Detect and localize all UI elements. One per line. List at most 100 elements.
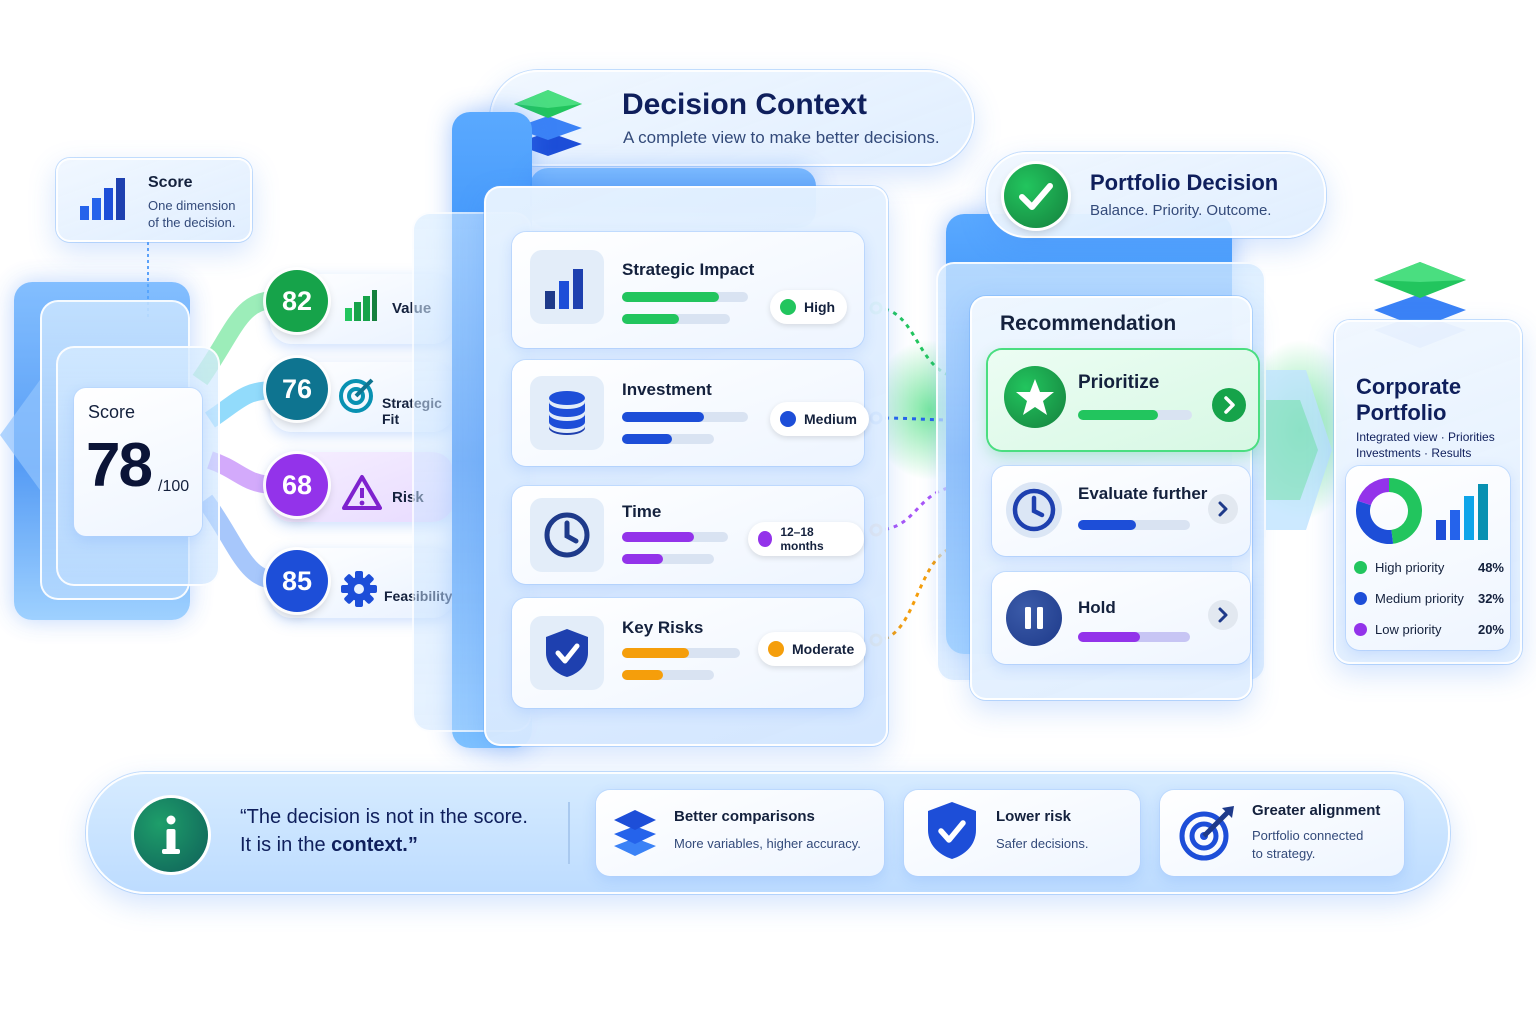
option-label: Evaluate further bbox=[1078, 484, 1208, 503]
legend-pct: 20% bbox=[1477, 622, 1504, 637]
bar-chart-icon bbox=[345, 290, 377, 321]
context-row: Key Risks Moderate bbox=[512, 598, 867, 708]
layers-icon bbox=[514, 90, 582, 156]
legend-label: Low priority bbox=[1375, 622, 1442, 637]
score-card: Score 78 /100 bbox=[74, 388, 202, 536]
metric-score-strategic-fit: 76 bbox=[266, 358, 328, 420]
check-icon bbox=[1004, 164, 1068, 228]
context-row-bar-primary bbox=[622, 648, 689, 658]
benefit-card-risk: Lower risk Safer decisions. bbox=[904, 790, 1140, 876]
dotted-connector-high bbox=[875, 306, 966, 380]
option-label: Prioritize bbox=[1078, 372, 1160, 393]
legend-pct: 48% bbox=[1477, 560, 1504, 575]
info-icon bbox=[134, 798, 208, 872]
score-note-desc-1: One dimension bbox=[148, 198, 236, 213]
legend-dot-icon bbox=[1354, 592, 1367, 605]
bar-chart-icon bbox=[530, 250, 604, 324]
pause-icon bbox=[1006, 590, 1062, 646]
clock-icon bbox=[1006, 482, 1062, 538]
legend-dot-icon bbox=[1354, 623, 1367, 636]
chevron-right-icon[interactable] bbox=[1208, 494, 1238, 524]
option-progress bbox=[1078, 632, 1140, 642]
benefit-title: Better comparisons bbox=[674, 808, 815, 825]
bar-chart-icon bbox=[80, 178, 125, 220]
decision-context-header: Decision Context A complete view to make… bbox=[490, 70, 974, 166]
status-badge-label: 12–18 months bbox=[780, 525, 824, 553]
legend-label: High priority bbox=[1375, 560, 1445, 575]
context-row-bar-primary bbox=[622, 532, 694, 542]
context-row-bar-secondary bbox=[622, 554, 663, 564]
benefit-title: Greater alignment bbox=[1252, 802, 1381, 819]
context-row: Strategic Impact High bbox=[512, 232, 864, 348]
option-prioritize[interactable]: Prioritize bbox=[988, 350, 1258, 450]
portfolio-desc-2: Investments · Results bbox=[1356, 446, 1472, 460]
context-row: Time 12–18 months bbox=[512, 486, 864, 584]
portfolio-decision-subtitle: Balance. Priority. Outcome. bbox=[1090, 202, 1272, 219]
portfolio-desc-1: Integrated view · Priorities bbox=[1356, 430, 1495, 444]
option-hold[interactable]: Hold bbox=[992, 572, 1250, 664]
donut-slice bbox=[1356, 500, 1394, 544]
status-badge: Medium bbox=[770, 402, 869, 436]
context-row-bar-secondary bbox=[622, 434, 672, 444]
status-badge-label: High bbox=[804, 299, 836, 315]
context-row-bar-primary bbox=[622, 412, 704, 422]
header-subtitle: A complete view to make better decisions… bbox=[623, 128, 940, 147]
score-max: /100 bbox=[158, 478, 190, 495]
footer-divider bbox=[568, 802, 570, 864]
status-dot-icon bbox=[780, 411, 796, 427]
status-badge-label: Moderate bbox=[792, 641, 855, 657]
legend-item-low: Low priority 20% bbox=[1354, 622, 1504, 637]
benefit-title: Lower risk bbox=[996, 808, 1072, 825]
quote-emphasis: context.” bbox=[331, 834, 418, 856]
context-row: Investment Medium bbox=[512, 360, 869, 466]
header-title: Decision Context bbox=[622, 88, 868, 121]
chevron-right-icon[interactable] bbox=[1208, 600, 1238, 630]
score-note: Score One dimension of the decision. bbox=[56, 158, 252, 242]
context-row-bar-primary bbox=[622, 292, 719, 302]
context-row-title: Time bbox=[622, 502, 662, 521]
benefit-card-alignment: Greater alignment Portfolio connected to… bbox=[1160, 790, 1404, 876]
status-badge-label: Medium bbox=[804, 411, 857, 427]
dotted-connector-time bbox=[875, 484, 966, 532]
target-icon bbox=[339, 378, 374, 413]
shield-icon bbox=[530, 616, 604, 690]
donut-chart bbox=[1356, 478, 1422, 544]
metric-score-risk: 68 bbox=[266, 454, 328, 516]
portfolio-decision-title: Portfolio Decision bbox=[1090, 170, 1279, 195]
donut-slice bbox=[1357, 478, 1389, 506]
target-icon bbox=[1179, 806, 1234, 861]
legend-pct: 32% bbox=[1477, 591, 1504, 606]
portfolio-title-1: Corporate bbox=[1356, 374, 1462, 399]
chevron-right-icon[interactable] bbox=[1212, 388, 1246, 422]
quote-line-2: It is in the context.” bbox=[240, 834, 418, 857]
context-row-bar-secondary bbox=[622, 670, 663, 680]
option-progress bbox=[1078, 410, 1158, 420]
layers-icon bbox=[614, 810, 656, 856]
score-label: Score bbox=[88, 402, 136, 422]
context-row-bar-secondary bbox=[622, 314, 679, 324]
benefit-desc-1: Portfolio connected bbox=[1252, 828, 1364, 843]
context-row-title: Key Risks bbox=[622, 618, 704, 637]
score-value: 78 bbox=[86, 431, 153, 500]
gear-icon bbox=[341, 571, 377, 607]
benefit-card-comparisons: Better comparisons More variables, highe… bbox=[596, 790, 884, 876]
score-arrow-left bbox=[0, 380, 40, 490]
status-dot-icon bbox=[758, 531, 773, 547]
arrow-to-portfolio bbox=[1266, 370, 1332, 530]
status-badge: High bbox=[770, 290, 848, 324]
bar-chart-icon bbox=[1436, 484, 1488, 540]
legend-item-medium: Medium priority 32% bbox=[1354, 591, 1504, 606]
metric-score-feasibility: 85 bbox=[266, 550, 328, 612]
star-icon bbox=[1004, 366, 1066, 428]
portfolio-decision-header: Portfolio Decision Balance. Priority. Ou… bbox=[986, 152, 1326, 238]
option-evaluate-further[interactable]: Evaluate further bbox=[992, 466, 1250, 556]
score-note-title: Score bbox=[148, 174, 193, 191]
context-row-title: Investment bbox=[622, 380, 712, 399]
benefit-desc: More variables, higher accuracy. bbox=[674, 836, 861, 851]
option-label: Hold bbox=[1078, 598, 1116, 617]
legend-label: Medium priority bbox=[1375, 591, 1464, 606]
database-icon bbox=[530, 376, 604, 450]
legend-dot-icon bbox=[1354, 561, 1367, 574]
benefit-desc: Safer decisions. bbox=[996, 836, 1089, 851]
status-badge: Moderate bbox=[758, 632, 867, 666]
